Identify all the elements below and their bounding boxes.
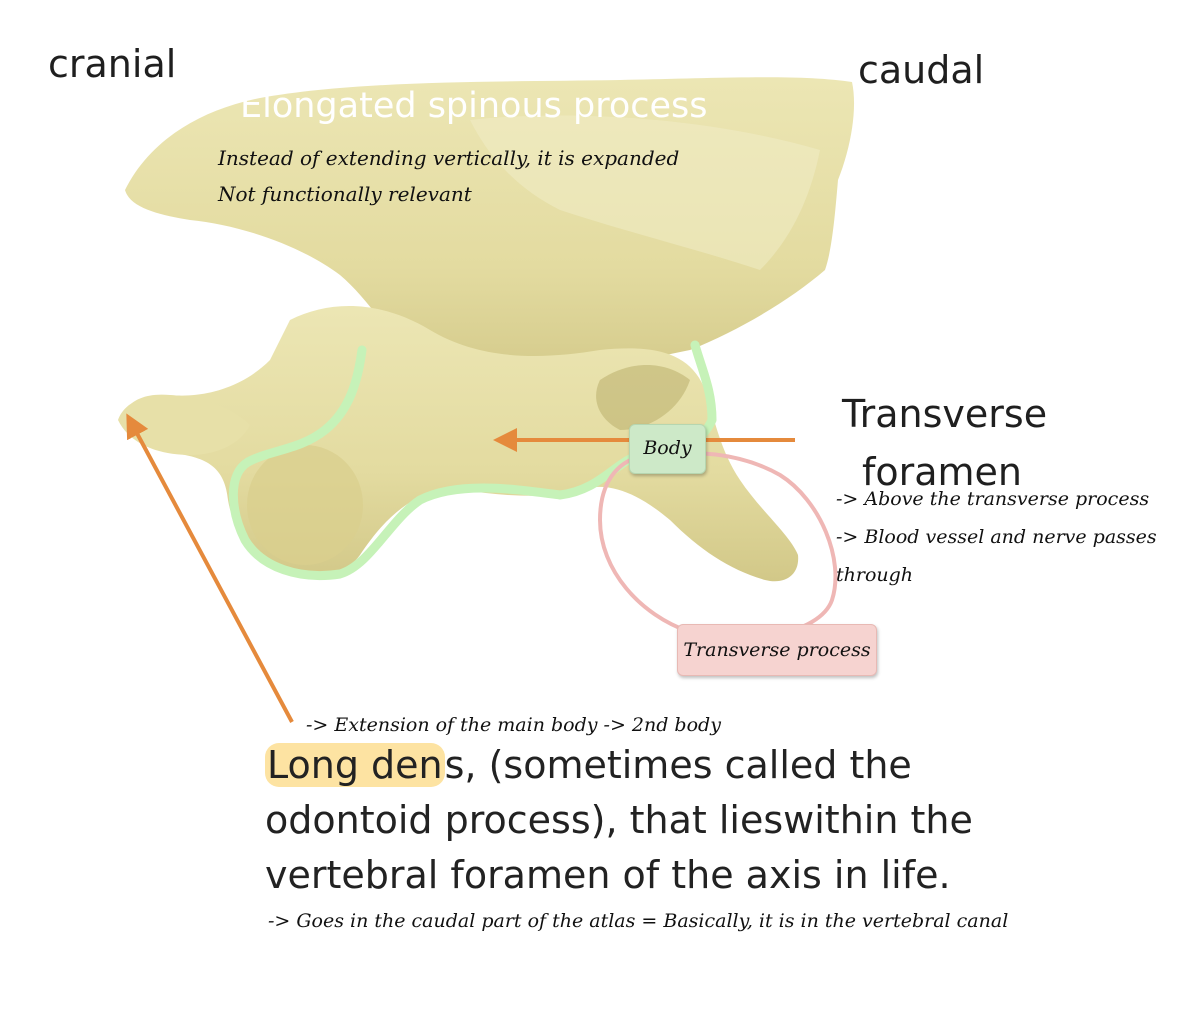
vertebral-canal-note: -> Goes in the caudal part of the atlas …: [268, 910, 1009, 932]
spinous-process-note-2: Not functionally relevant: [218, 182, 472, 206]
spinous-shading: [470, 115, 820, 270]
dens-highlight: Long den: [265, 743, 445, 787]
foramen-shade: [596, 365, 690, 430]
dens-description-rest: s, (sometimes called the odontoid proces…: [265, 743, 973, 897]
dens-shape: [118, 395, 250, 455]
caudal-label: caudal: [858, 48, 985, 92]
spinous-process-note-1: Instead of extending vertically, it is e…: [218, 146, 680, 170]
transverse-foramen-title-line1: Transverse: [842, 392, 1048, 436]
transverse-process-tag: Transverse process: [677, 624, 877, 676]
spinous-process-title: Elongated spinous process: [240, 86, 708, 126]
dens-description: Long dens, (sometimes called the odontoi…: [265, 738, 1025, 903]
transverse-foramen-note-1: -> Above the transverse process: [836, 488, 1150, 510]
body-tag: Body: [629, 424, 706, 474]
dens-arrow: [126, 413, 294, 723]
bone-shape: [118, 77, 855, 582]
transverse-foramen-note-3: through: [836, 564, 914, 586]
transverse-foramen-note-2: -> Blood vessel and nerve passes: [836, 526, 1157, 548]
transverse-foramen-title-line2: foramen: [862, 450, 1023, 494]
body-cavity-shade: [247, 445, 363, 565]
dens-note: -> Extension of the main body -> 2nd bod…: [306, 714, 721, 736]
cranial-label: cranial: [48, 42, 177, 86]
